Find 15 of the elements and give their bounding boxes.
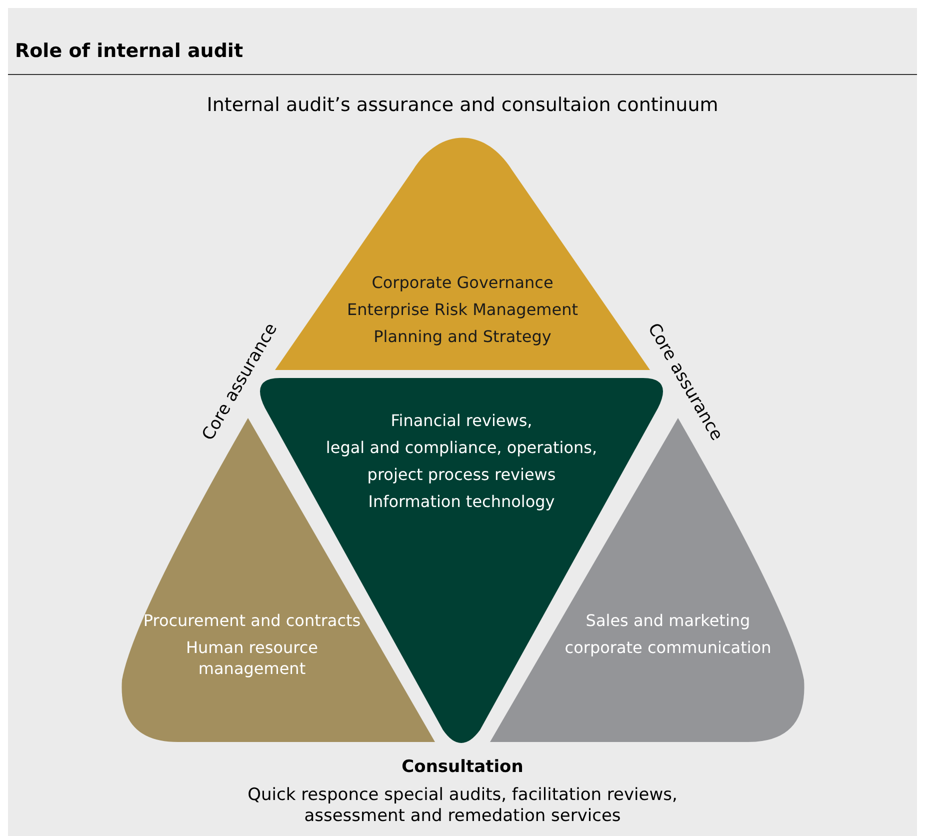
area-label: project process reviews [367, 464, 556, 485]
area-label: Information technology [368, 491, 555, 512]
subtitle: Internal audit’s assurance and consultaion continuum [206, 94, 720, 116]
area-label: Corporate Governance [372, 272, 554, 293]
area-label: Planning and Strategy [374, 326, 552, 347]
area-label: legal and compliance, operations, [326, 437, 598, 458]
area-label: corporate communication [564, 637, 772, 658]
title: Role of internal audit [15, 40, 244, 62]
area-label: Financial reviews, [390, 410, 532, 431]
bottom-heading: Consultation [400, 757, 524, 777]
bottom-description: Quick responce special audits, facilitation reviews, assessment and remedation services [246, 785, 678, 827]
area-label: Enterprise Risk Management [346, 299, 578, 320]
area-label: Human resource management [185, 637, 319, 679]
area-label: Procurement and contracts [143, 610, 361, 631]
area-label: Sales and marketing [586, 610, 750, 631]
